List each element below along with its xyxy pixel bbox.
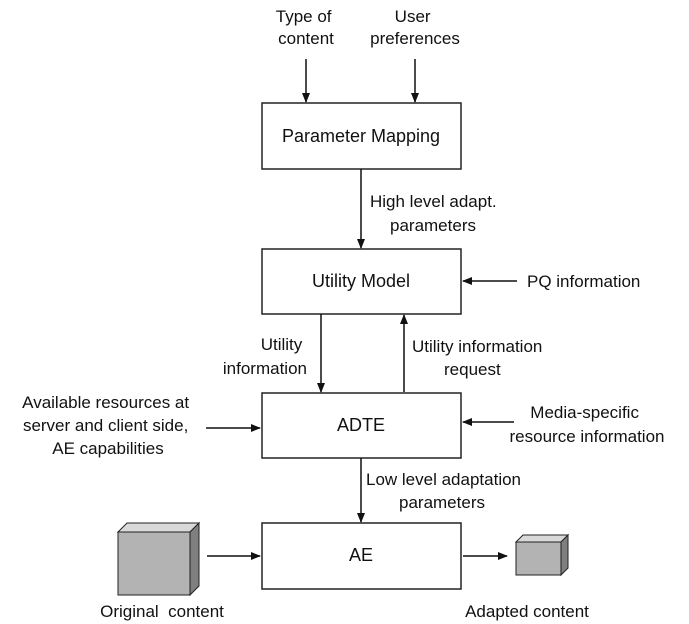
- pq-information-label: PQ information: [527, 272, 640, 291]
- parameter-mapping-box: Parameter Mapping: [261, 102, 462, 170]
- utility-information-label: Utility information: [223, 335, 307, 378]
- adapted-content-label: Adapted content: [465, 602, 589, 621]
- utility-model-label: Utility Model: [312, 271, 410, 291]
- low-level-params-label: Low level adaptation parameters: [366, 470, 526, 512]
- high-level-params-label: High level adapt. parameters: [370, 192, 501, 235]
- available-resources-label: Available resources at server and client…: [22, 393, 194, 458]
- adte-label: ADTE: [337, 415, 385, 435]
- original-content-label: Original content: [100, 602, 224, 621]
- user-preferences-label: User preferences: [370, 7, 460, 48]
- media-specific-label: Media-specific resource information: [510, 403, 665, 446]
- adapted-content-cube-icon: [514, 533, 570, 577]
- ae-box: AE: [261, 522, 462, 590]
- type-of-content-label: Type of content: [276, 7, 337, 48]
- parameter-mapping-label: Parameter Mapping: [282, 126, 440, 146]
- adte-box: ADTE: [261, 392, 462, 459]
- utility-request-label: Utility information request: [412, 337, 547, 379]
- ae-label: AE: [349, 545, 373, 565]
- utility-model-box: Utility Model: [261, 248, 462, 315]
- original-content-cube-icon: [116, 521, 201, 597]
